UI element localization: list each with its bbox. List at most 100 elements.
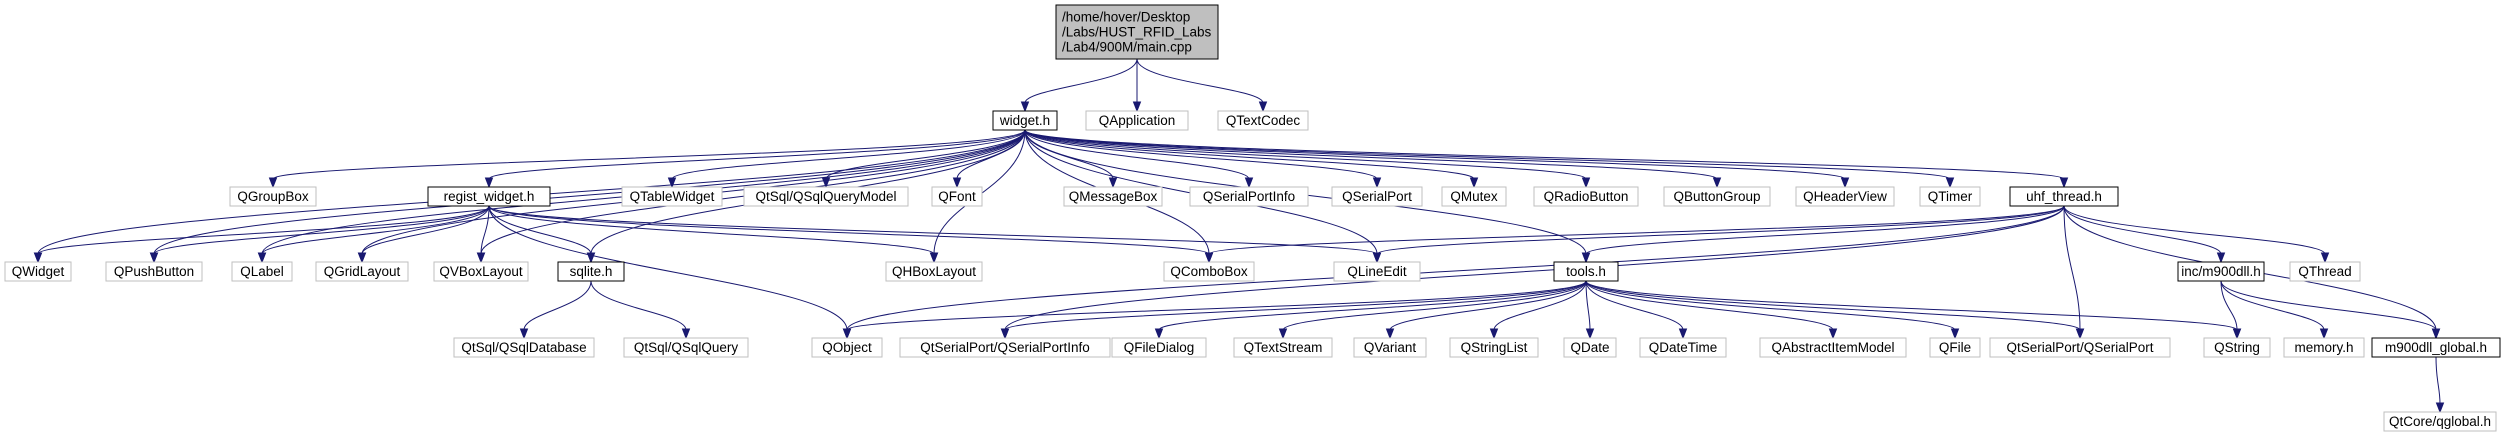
node-qtextcodec: QTextCodec <box>1217 110 1309 131</box>
node-label: QtSql/QSqlDatabase <box>461 340 586 355</box>
node-m900dll_global[interactable]: m900dll_global.h <box>2371 337 2501 358</box>
node-regist[interactable]: regist_widget.h <box>427 186 551 207</box>
node-label: QTableWidget <box>630 189 715 204</box>
edge-arrowhead <box>1945 177 1955 189</box>
edge-tools-to-qdate <box>1585 280 1595 340</box>
node-tools[interactable]: tools.h <box>1553 261 1619 282</box>
node-label: QtSerialPort/QSerialPort <box>2006 340 2153 355</box>
edge-arrowhead <box>1154 328 1164 340</box>
edge-line <box>846 205 2065 331</box>
node-box <box>231 261 293 282</box>
edge-arrowhead <box>1278 328 1288 340</box>
node-box <box>427 186 551 207</box>
node-qserialportinfo_top: QSerialPortInfo <box>1189 186 1309 207</box>
node-label: QAbstractItemModel <box>1771 340 1894 355</box>
node-sqlite[interactable]: sqlite.h <box>557 261 625 282</box>
node-box <box>4 261 72 282</box>
edge-tools-to-qtserialport <box>1585 280 2085 340</box>
edge-line <box>1585 280 1591 331</box>
edge-line <box>1493 280 1587 331</box>
edge-line <box>261 205 490 255</box>
node-box <box>1449 337 1539 358</box>
edge-arrowhead <box>268 177 278 189</box>
node-box <box>1353 337 1427 358</box>
node-qstringlist: QStringList <box>1449 337 1539 358</box>
edge-line <box>488 205 1210 255</box>
edge-tools-to-qfiledialog <box>1154 280 1587 340</box>
edge-arrowhead <box>667 177 677 189</box>
edge-arrowhead <box>821 177 831 189</box>
node-box <box>1639 337 1727 358</box>
edge-uhf-to-qtserialport <box>2063 205 2085 340</box>
edge-widget-to-uhf <box>1024 129 2069 189</box>
edge-line <box>488 205 848 331</box>
node-box <box>2371 337 2501 358</box>
edge-sqlite-to-qsqlquery <box>590 280 691 340</box>
edge-main-to-widget <box>1020 58 1138 113</box>
node-qfont: QFont <box>931 186 983 207</box>
node-label: QLabel <box>240 264 284 279</box>
node-label: QHeaderView <box>1803 189 1887 204</box>
edge-widget-to-qradiobutton <box>1024 129 1591 189</box>
edge-line <box>846 280 1587 331</box>
node-uhf[interactable]: uhf_thread.h <box>2009 186 2119 207</box>
node-label: sqlite.h <box>570 264 613 279</box>
edge-uhf-to-tools <box>1581 205 2065 264</box>
edge-arrowhead <box>1108 177 1118 189</box>
node-memory: memory.h <box>2283 337 2365 358</box>
edge-line <box>1585 280 1684 331</box>
node-box <box>1919 186 1981 207</box>
node-qdate: QDate <box>1563 337 1617 358</box>
edge-uhf-to-qtserialportinfo <box>1000 205 2065 340</box>
edge-tools-to-qvariant <box>1385 280 1587 340</box>
edge-line <box>523 280 592 331</box>
node-box <box>557 261 625 282</box>
edge-m900dll_global-to-qglobal <box>2435 356 2445 414</box>
edge-arrowhead <box>1258 101 1268 113</box>
node-qabstractitemmodel: QAbstractItemModel <box>1759 337 1907 358</box>
node-box <box>1663 186 1771 207</box>
node-box <box>453 337 595 358</box>
edge-line <box>956 129 1026 180</box>
node-qfile: QFile <box>1929 337 1981 358</box>
node-qtserialport: QtSerialPort/QSerialPort <box>1989 337 2171 358</box>
node-box <box>621 186 723 207</box>
node-box <box>105 261 203 282</box>
node-label: widget.h <box>999 113 1050 128</box>
node-qtablewidget: QTableWidget <box>621 186 723 207</box>
node-label: QRadioButton <box>1544 189 1629 204</box>
node-box <box>2009 186 2119 207</box>
edge-line <box>153 205 490 255</box>
edge-widget-to-qmutex <box>1024 129 1479 189</box>
node-box <box>623 337 749 358</box>
node-box <box>1553 261 1619 282</box>
edge-arrowhead <box>1372 252 1382 264</box>
edge-arrowhead <box>929 252 939 264</box>
node-label: /Lab4/900M/main.cpp <box>1062 40 1192 55</box>
edge-arrowhead <box>1385 328 1395 340</box>
edge-arrowhead <box>33 252 43 264</box>
node-widget[interactable]: widget.h <box>992 110 1058 131</box>
node-label: QDateTime <box>1649 340 1718 355</box>
edge-main-to-qtextcodec <box>1136 58 1268 113</box>
edge-line <box>488 205 1378 255</box>
node-label: QString <box>2214 340 2260 355</box>
node-box <box>885 261 983 282</box>
edge-arrowhead <box>2431 328 2441 340</box>
node-qhboxlayout: QHBoxLayout <box>885 261 983 282</box>
edge-regist-to-qcombobox <box>488 205 1214 264</box>
node-box <box>1989 337 2171 358</box>
node-label: QWidget <box>12 264 65 279</box>
edge-line <box>2435 356 2441 405</box>
node-qgroupbox: QGroupBox <box>229 186 317 207</box>
node-label: QtSerialPort/QSerialPortInfo <box>920 340 1090 355</box>
node-m900dll[interactable]: inc/m900dll.h <box>2177 261 2265 282</box>
edge-widget-to-qfont <box>952 129 1026 189</box>
node-label: QObject <box>822 340 872 355</box>
edge-tools-to-qtserialportinfo <box>1000 280 1587 340</box>
edge-line <box>361 205 490 255</box>
node-box <box>931 186 983 207</box>
edge-arrowhead <box>1585 328 1595 340</box>
node-label: QSerialPort <box>1342 189 1412 204</box>
node-main[interactable]: /home/hover/Desktop/Labs/HUST_RFID_Labs/… <box>1055 4 1219 60</box>
